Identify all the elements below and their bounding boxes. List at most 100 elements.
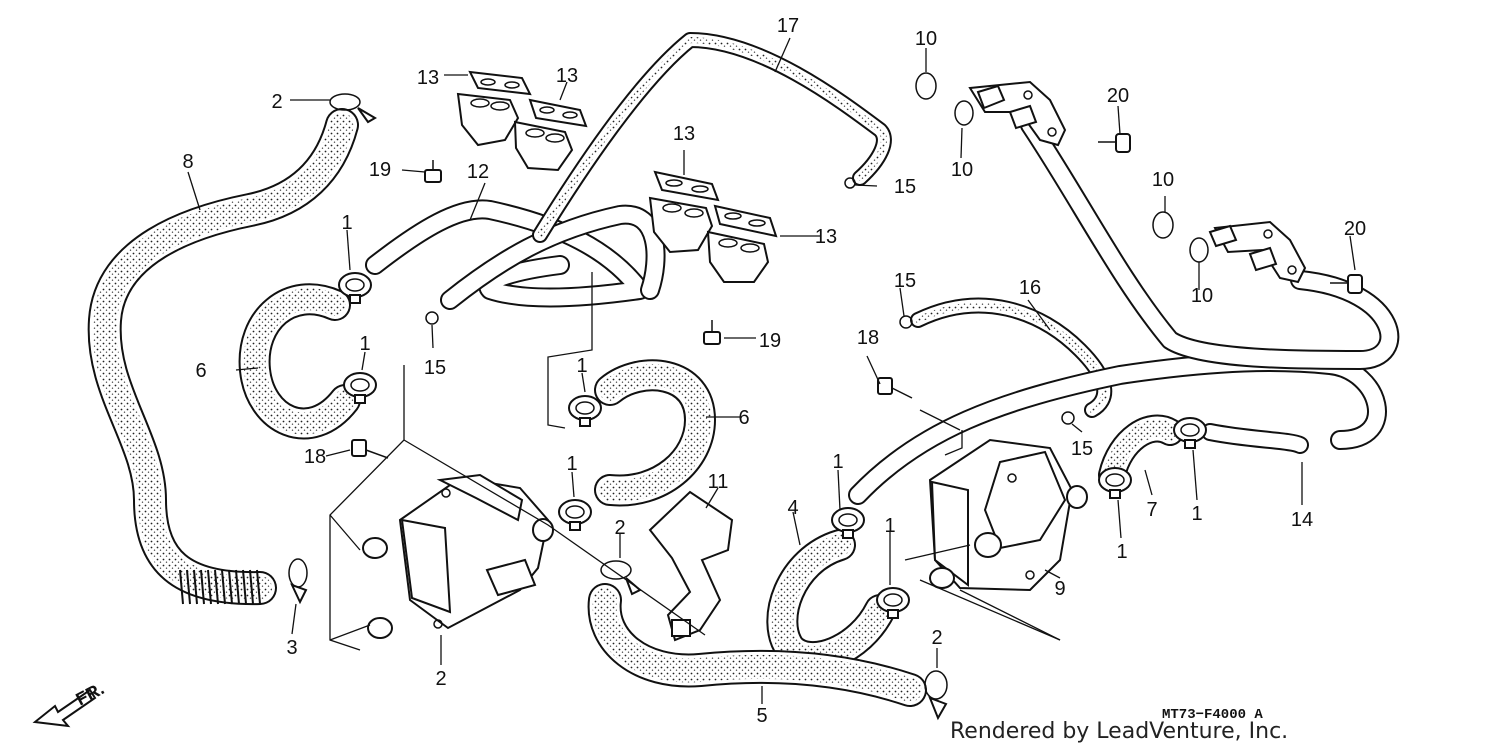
hose-7 [1098,414,1184,489]
callout-10a: 10 [915,28,937,50]
callout-20b: 20 [1344,218,1366,240]
hose-clamp-1 [568,395,602,427]
leader-line [837,469,841,511]
bracket-11 [648,490,734,642]
callout-9: 9 [1054,578,1065,600]
callout-17: 17 [777,15,799,37]
leader-line [571,471,575,498]
gasket-13-mid-right [713,204,778,238]
callout-13b: 13 [556,65,578,87]
callout-2b: 2 [614,517,625,539]
callout-2a: 2 [271,91,282,113]
leader-line [854,184,878,187]
hose-clamp-1 [1098,467,1132,499]
callout-1b: 1 [359,333,370,355]
front-direction-arrow: FR. [32,678,107,728]
callout-10d: 10 [1191,285,1213,307]
callout-4: 4 [787,497,798,519]
hose-8-corrugated-end [179,569,261,605]
bolt-18-left [351,439,389,459]
leader-line [705,487,719,509]
callout-18b: 18 [304,446,326,468]
bracket-leader [919,409,961,431]
hose-clamp-1 [831,507,865,539]
bracket-leader [919,579,1061,641]
leader-line [1117,105,1121,135]
callout-1f: 1 [1191,503,1202,525]
leader-line [899,287,905,317]
leader-line [581,372,586,393]
callout-1h: 1 [884,515,895,537]
leader-line [1144,469,1153,496]
callout-6b: 6 [738,407,749,429]
hose-clamp-1 [1173,417,1207,449]
leader-line [792,511,801,546]
hose-clamp-1 [338,272,372,304]
callout-2c: 2 [931,627,942,649]
callout-18a: 18 [857,327,879,349]
leader-line [361,351,366,371]
callout-1e: 1 [832,451,843,473]
callout-6a: 6 [195,360,206,382]
callout-10b: 10 [951,159,973,181]
callout-15a: 15 [894,176,916,198]
callout-11: 11 [708,471,729,493]
callout-13c: 13 [673,123,695,145]
hose-5 [587,583,927,707]
reed-valve-cover-left [456,92,574,172]
leader-line [469,182,486,221]
leader-line [431,324,434,349]
callout-15c: 15 [424,357,446,379]
callout-12: 12 [467,161,489,183]
pipe-flange-upper [968,80,1067,147]
callout-19a: 19 [369,159,391,181]
callout-10c: 10 [1152,169,1174,191]
callout-2d: 2 [435,668,446,690]
callout-16: 16 [1019,277,1041,299]
clip-15 [425,177,1075,425]
air-injection-valve-3 [362,473,554,639]
gasket-13-top-right [528,98,588,128]
callout-15b: 15 [894,270,916,292]
credit-line: Rendered by LeadVenture, Inc. [950,719,1288,744]
leader-line [559,81,568,101]
bracket-leader [944,430,963,456]
drawing-code: MT73−F4000 A [1162,707,1263,723]
bracket-leader [329,514,361,551]
leader-line [1027,299,1051,331]
callout-1a: 1 [341,212,352,234]
hose-clamp-1 [343,372,377,404]
bracket-leader [959,589,1061,641]
callout-1c: 1 [576,355,587,377]
callout-7: 7 [1146,499,1157,521]
pipe-16 [910,297,1113,418]
leader-line [1071,423,1083,433]
callout-19b: 19 [759,330,781,352]
bolt-20-upper [1098,133,1131,153]
callout-1g: 1 [1116,541,1127,563]
callout-1d: 1 [566,453,577,475]
hose-4 [766,529,896,673]
bracket-leader [403,439,706,636]
leader-line [325,449,351,457]
bracket-leader [904,544,971,561]
hose-clamp-1 [876,587,910,619]
callout-14: 14 [1291,509,1313,531]
hose-6-left [238,283,361,440]
pipe-14-main [848,352,1387,505]
leader-line [401,169,426,173]
leader-line [1044,569,1061,579]
leader-line [1349,235,1356,271]
bolt-19-upper [424,160,442,183]
hose-clamp-1 [558,499,592,531]
bolt-20-lower [1330,274,1363,294]
pipe-12-branch [440,204,666,310]
callout-13a: 13 [417,67,439,89]
callout-8: 8 [182,151,193,173]
pipe-flange-lower [1208,220,1307,284]
bracket-leader [547,272,593,429]
bolt-18-right [877,377,913,399]
leader-line [187,171,201,211]
leader-line [235,367,259,371]
